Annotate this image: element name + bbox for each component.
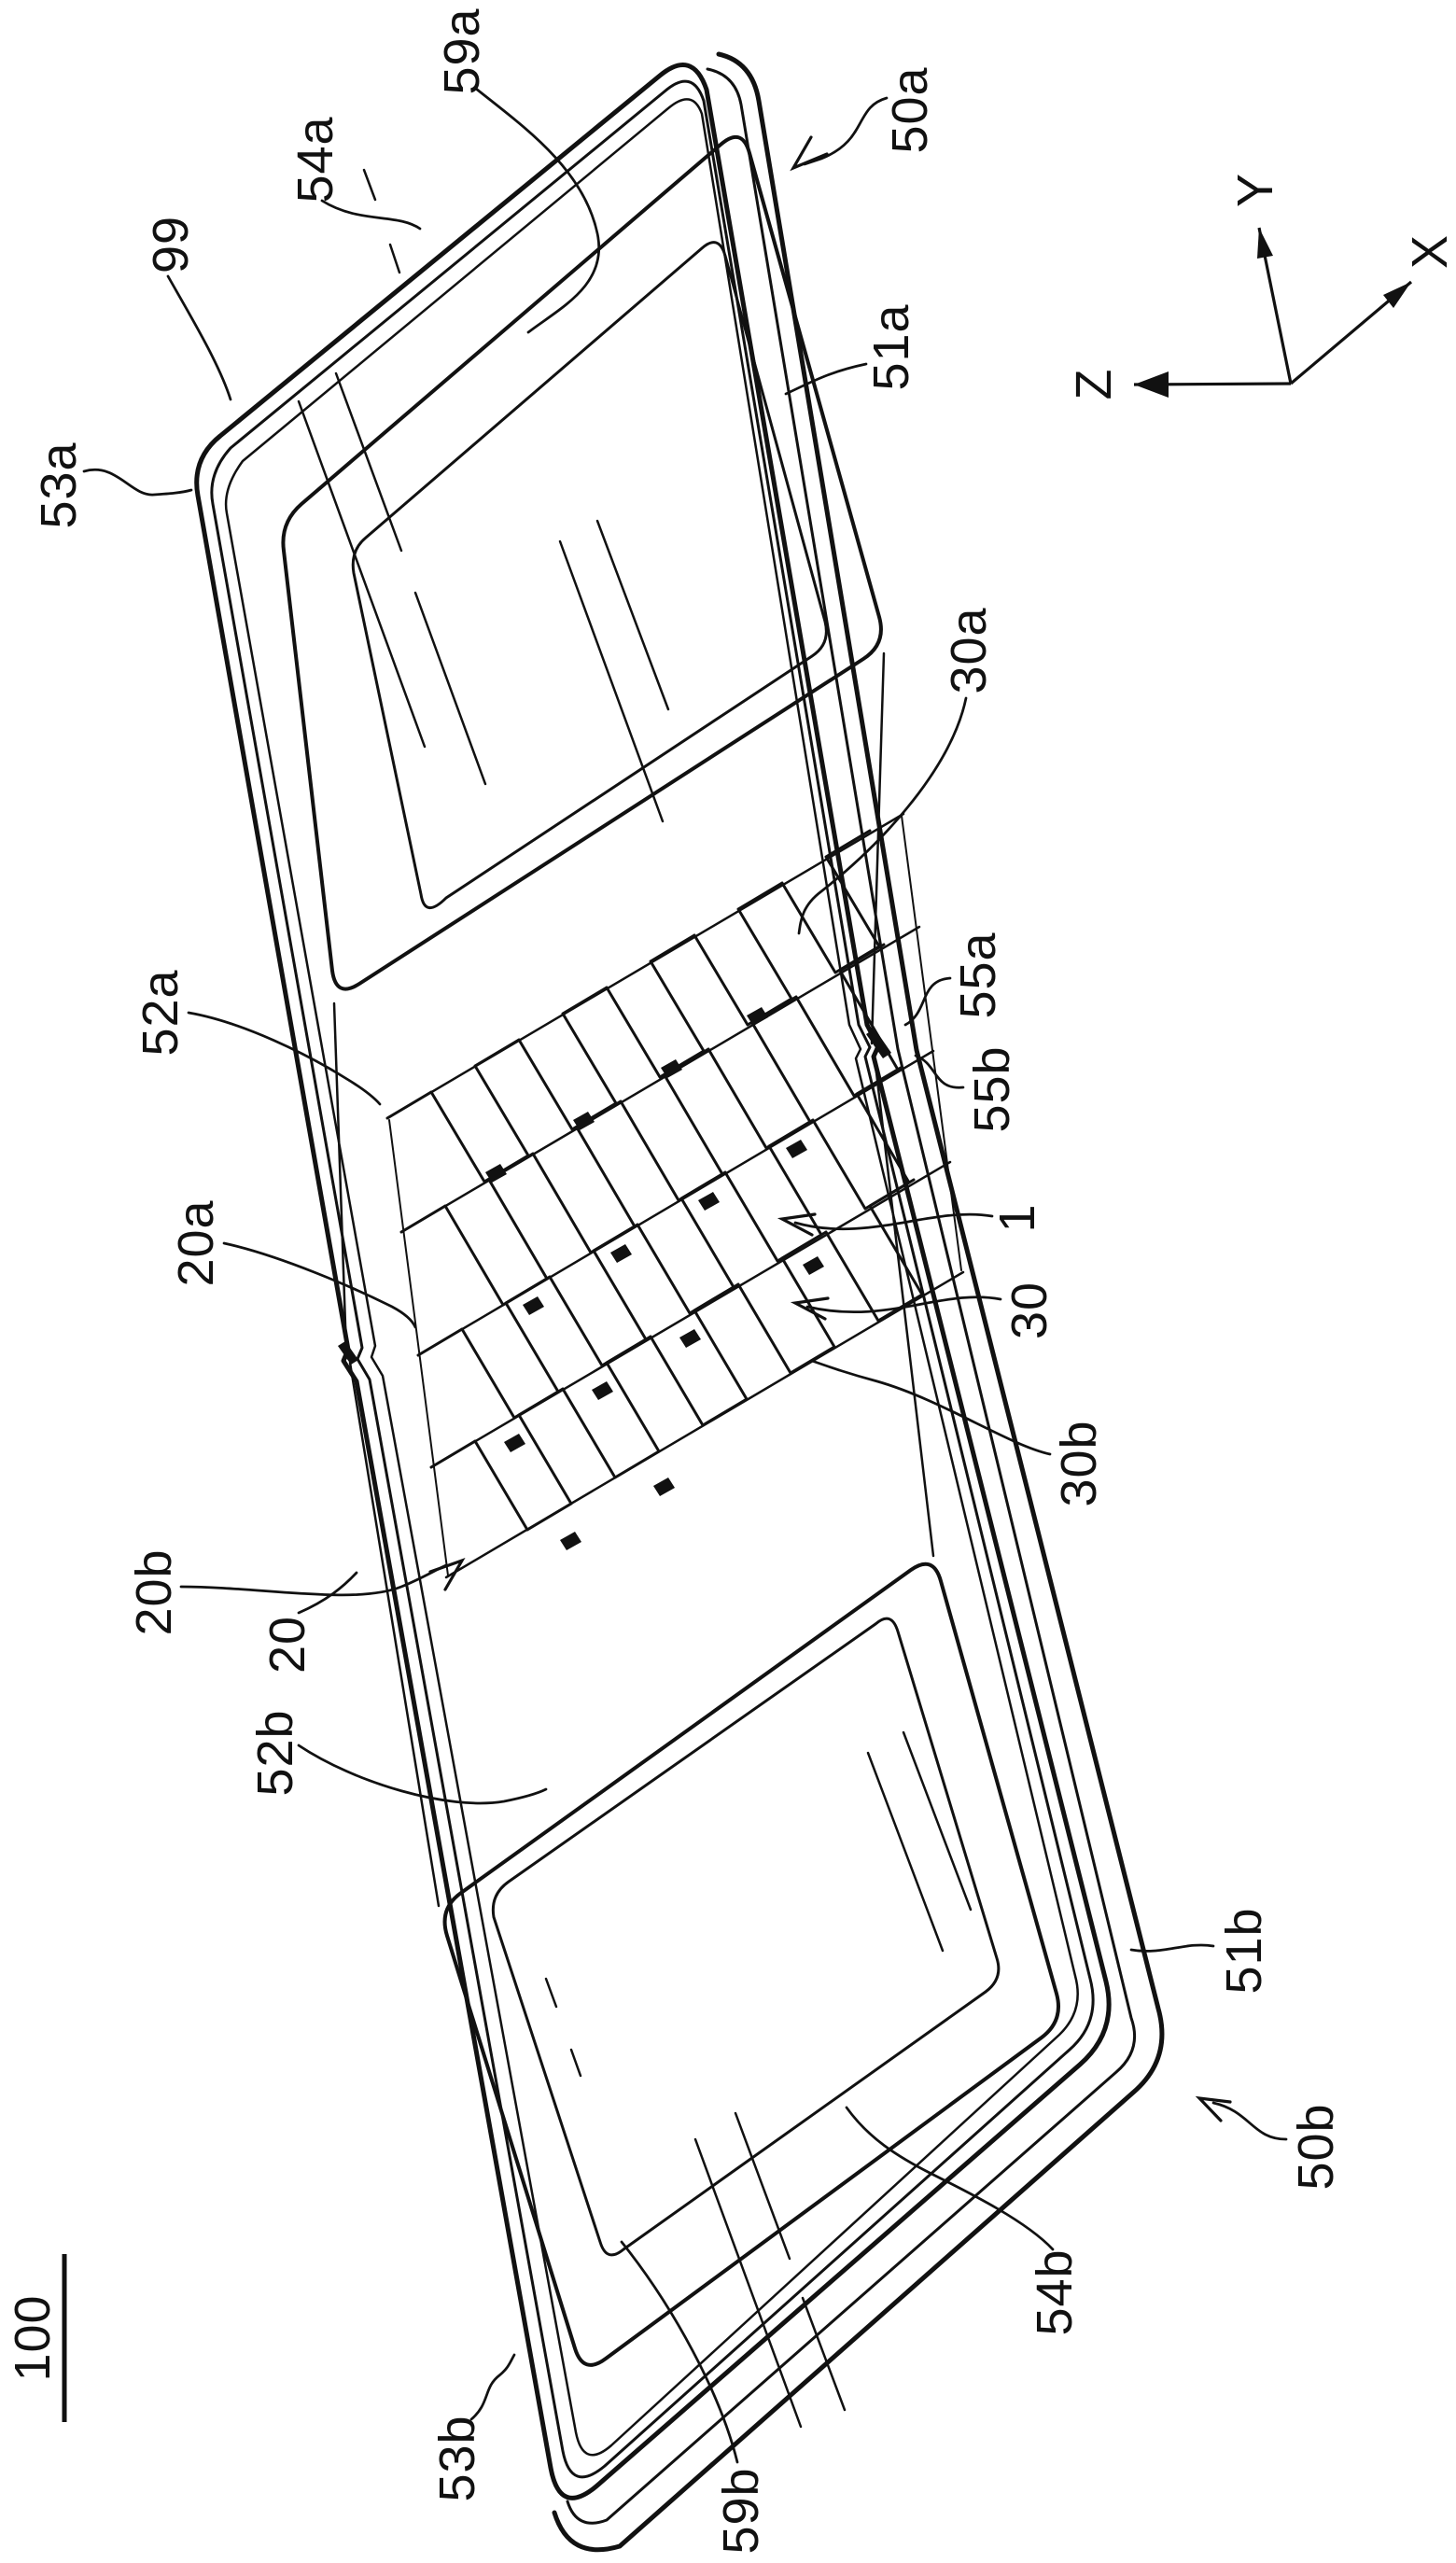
label-30b: 30b (1051, 1420, 1107, 1506)
label-52b: 52b (247, 1709, 303, 1796)
shine-a-dash (362, 168, 401, 274)
leader-30a (797, 696, 968, 935)
side-face-outer (552, 51, 1165, 2553)
label-51a: 51a (863, 303, 919, 390)
axis-label-X: X (1402, 235, 1456, 269)
label-51b: 51b (1216, 1907, 1272, 1994)
shine-b-4 (902, 1730, 973, 1912)
axis-triad: Z Y X (1066, 174, 1456, 400)
leader-52a (187, 1011, 382, 1106)
frame-outer (194, 63, 1112, 2500)
leader-1 (793, 1212, 994, 1231)
label-53a: 53a (31, 441, 87, 528)
arrowhead-30 (790, 1296, 830, 1321)
label-54a: 54a (287, 116, 343, 203)
leader-59a (474, 87, 601, 334)
shine-a-3 (558, 539, 665, 823)
side-face-mid (566, 67, 1137, 2525)
label-1: 1 (989, 1203, 1045, 1232)
label-100: 100 (5, 2294, 61, 2381)
bezel-line-ll (348, 1361, 441, 1908)
leader-30 (805, 1296, 1002, 1314)
hinge-cap-left (388, 1119, 449, 1576)
display-a-outline (281, 134, 883, 991)
leader-53a (82, 468, 193, 497)
comb-row-1 (385, 829, 881, 1183)
label-20a: 20a (168, 1199, 224, 1286)
leader-20b (179, 1563, 448, 1597)
seam-right (866, 1029, 891, 1058)
bezel-line-ul (332, 1001, 348, 1353)
hinge-slots (485, 1007, 824, 1550)
leader-55b (914, 1054, 965, 1089)
active-area-54a (351, 241, 828, 909)
leader-lines (82, 87, 1288, 2464)
leader-51b (1129, 1943, 1215, 1953)
leader-30b (810, 1359, 1052, 1456)
label-99: 99 (143, 216, 199, 273)
leader-20 (297, 1571, 358, 1615)
label-55a: 55a (950, 931, 1006, 1018)
comb-row-4 (429, 1178, 924, 1532)
comb-row-2 (399, 943, 900, 1307)
label-50a: 50a (882, 66, 938, 153)
label-55b: 55b (964, 1045, 1020, 1132)
leader-52b (297, 1744, 548, 1805)
leader-50a (803, 96, 889, 166)
label-52a: 52a (133, 969, 189, 1056)
shine-b-1 (693, 2137, 803, 2429)
leader-20a (222, 1241, 417, 1329)
seam-left (338, 1341, 358, 1365)
label-59b: 59b (713, 2467, 769, 2554)
bezel-line-ur (870, 651, 886, 1045)
arrowhead-50b (1195, 2095, 1232, 2122)
axis-arrowhead-Z (1134, 371, 1169, 398)
shine-b-dash (544, 1977, 582, 2078)
label-50b: 50b (1288, 2103, 1344, 2190)
frame-inner-1 (210, 79, 1095, 2479)
arrowhead-1 (777, 1212, 817, 1237)
shine-b-2 (734, 2111, 847, 2412)
active-area-54b (491, 1617, 1001, 2257)
leader-55a (903, 976, 952, 1027)
hinge-rail-a (385, 812, 905, 1120)
leader-54b (845, 2106, 1055, 2251)
label-20b: 20b (126, 1548, 182, 1635)
arrowhead-20b (428, 1558, 466, 1591)
label-59a: 59a (434, 7, 490, 94)
axis-label-Y: Y (1227, 174, 1283, 207)
label-20: 20 (259, 1616, 315, 1674)
label-53b: 53b (429, 2415, 485, 2501)
leader-53b (469, 2353, 516, 2421)
axis-arrowhead-Y (1257, 228, 1273, 259)
leader-99 (166, 274, 232, 401)
display-b-outline (442, 1562, 1060, 2367)
leader-50b (1211, 2101, 1288, 2141)
device-drawing (194, 51, 1165, 2553)
hinge-cap-right (901, 815, 962, 1271)
label-54b: 54b (1027, 2248, 1083, 2335)
shine-a-1 (297, 399, 427, 749)
shine-b-3 (866, 1751, 945, 1953)
label-30: 30 (1001, 1282, 1057, 1339)
leader-59b (620, 2240, 739, 2464)
axis-arrowhead-X (1383, 282, 1411, 308)
frame-inner-2 (224, 98, 1079, 2457)
arrowhead-50a (790, 135, 829, 172)
label-30a: 30a (941, 607, 997, 693)
leader-54a (320, 199, 422, 231)
comb-row-3 (416, 1066, 911, 1420)
reference-numerals: 100 99 53a 54a 59a 50a 51a 30a 52a 20a 55a 55b 1 30 30… (5, 7, 1344, 2554)
shine-a-4 (595, 519, 670, 711)
axis-label-Z: Z (1066, 370, 1122, 400)
shine-a-2 (334, 371, 487, 786)
leader-51a (784, 362, 868, 396)
